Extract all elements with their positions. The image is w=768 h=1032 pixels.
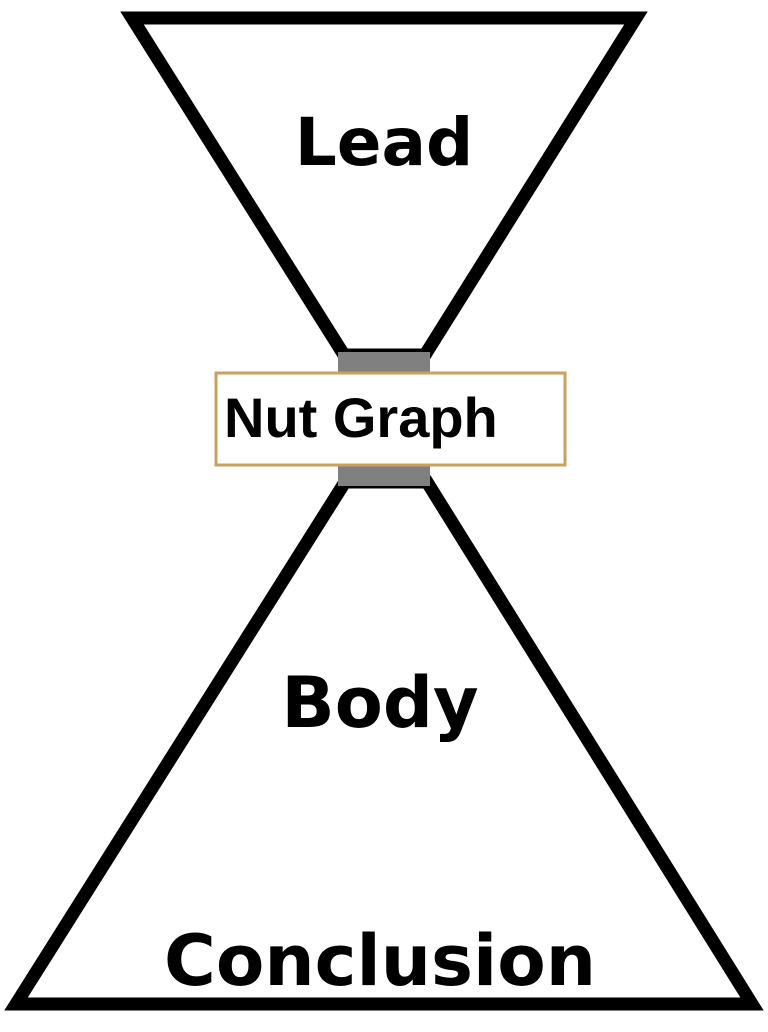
- conclusion-label: Conclusion: [164, 920, 596, 1002]
- lead-triangle: [120, 11, 648, 362]
- lead-label: Lead: [295, 104, 474, 181]
- body-label: Body: [281, 662, 478, 744]
- nut-graph-box: [214, 371, 567, 467]
- nut-graph-label: Nut Graph: [224, 386, 498, 449]
- neck-bottom: [338, 464, 430, 486]
- neck-top: [338, 352, 430, 374]
